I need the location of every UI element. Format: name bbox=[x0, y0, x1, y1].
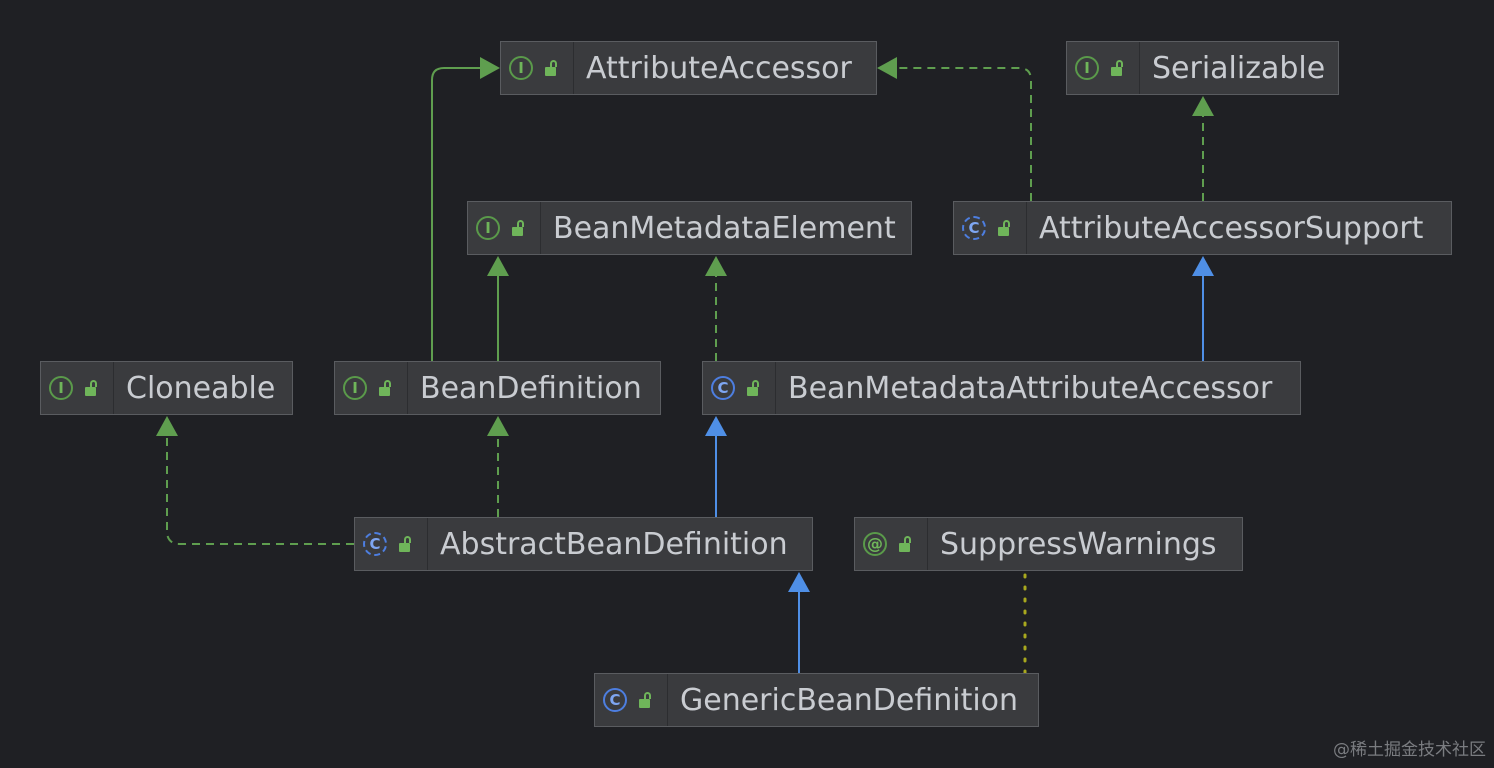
node-icons: C bbox=[703, 362, 776, 414]
node-label: Serializable bbox=[1152, 50, 1326, 86]
interface-icon: I bbox=[49, 376, 73, 400]
edge-arrowhead bbox=[487, 256, 509, 276]
class-icon: C bbox=[603, 688, 627, 712]
lock-open-icon bbox=[1111, 60, 1125, 76]
node-cloneable[interactable]: I Cloneable bbox=[40, 361, 293, 415]
watermark: @稀土掘金技术社区 bbox=[1333, 740, 1486, 760]
lock-open-icon bbox=[512, 220, 526, 236]
node-label: BeanDefinition bbox=[420, 370, 642, 406]
node-attribute-accessor-support[interactable]: C AttributeAccessorSupport bbox=[953, 201, 1452, 255]
lock-open-icon bbox=[399, 536, 413, 552]
node-bean-metadata-attribute-accessor[interactable]: C BeanMetadataAttributeAccessor bbox=[702, 361, 1301, 415]
interface-icon: I bbox=[343, 376, 367, 400]
edge-arrowhead bbox=[480, 57, 500, 79]
lock-open-icon bbox=[747, 380, 761, 396]
node-generic-bean-definition[interactable]: C GenericBeanDefinition bbox=[594, 673, 1039, 727]
edge-arrowhead bbox=[877, 57, 897, 79]
lock-open-icon bbox=[85, 380, 99, 396]
node-icons: C bbox=[355, 518, 428, 570]
interface-icon: I bbox=[476, 216, 500, 240]
node-icons: I bbox=[501, 42, 574, 94]
interface-icon: I bbox=[1075, 56, 1099, 80]
edge-arrowhead bbox=[1192, 256, 1214, 276]
node-bean-metadata-element[interactable]: I BeanMetadataElement bbox=[467, 201, 912, 255]
node-icons: I bbox=[41, 362, 114, 414]
edge-extends-interface bbox=[431, 67, 480, 361]
node-icons: C bbox=[595, 674, 668, 726]
lock-open-icon bbox=[545, 60, 559, 76]
node-icons: @ bbox=[855, 518, 928, 570]
node-label: GenericBeanDefinition bbox=[680, 682, 1019, 718]
node-label: BeanMetadataAttributeAccessor bbox=[788, 370, 1273, 406]
abstract-class-icon: C bbox=[962, 216, 986, 240]
node-attribute-accessor[interactable]: I AttributeAccessor bbox=[500, 41, 877, 95]
node-label: Cloneable bbox=[126, 370, 276, 406]
lock-open-icon bbox=[639, 692, 653, 708]
node-serializable[interactable]: I Serializable bbox=[1066, 41, 1339, 95]
node-label: AttributeAccessorSupport bbox=[1039, 210, 1424, 246]
lock-open-icon bbox=[998, 220, 1012, 236]
edge-implements bbox=[897, 67, 1032, 201]
edge-arrowhead bbox=[705, 256, 727, 276]
node-label: SuppressWarnings bbox=[940, 526, 1217, 562]
edge-arrowhead bbox=[705, 416, 727, 436]
node-label: AttributeAccessor bbox=[586, 50, 852, 86]
edge-arrowhead bbox=[156, 416, 178, 436]
node-icons: I bbox=[335, 362, 408, 414]
node-abstract-bean-definition[interactable]: C AbstractBeanDefinition bbox=[354, 517, 813, 571]
interface-icon: I bbox=[509, 56, 533, 80]
edge-arrowhead bbox=[487, 416, 509, 436]
node-icons: I bbox=[468, 202, 541, 254]
node-icons: I bbox=[1067, 42, 1140, 94]
node-icons: C bbox=[954, 202, 1027, 254]
lock-open-icon bbox=[899, 536, 913, 552]
edge-implements bbox=[166, 436, 354, 545]
edge-arrowhead bbox=[1192, 96, 1214, 116]
node-label: AbstractBeanDefinition bbox=[440, 526, 788, 562]
edge-arrowhead bbox=[788, 572, 810, 592]
lock-open-icon bbox=[379, 380, 393, 396]
node-bean-definition[interactable]: I BeanDefinition bbox=[334, 361, 661, 415]
node-label: BeanMetadataElement bbox=[553, 210, 896, 246]
annotation-icon: @ bbox=[863, 532, 887, 556]
node-suppress-warnings[interactable]: @ SuppressWarnings bbox=[854, 517, 1243, 571]
class-icon: C bbox=[711, 376, 735, 400]
abstract-class-icon: C bbox=[363, 532, 387, 556]
